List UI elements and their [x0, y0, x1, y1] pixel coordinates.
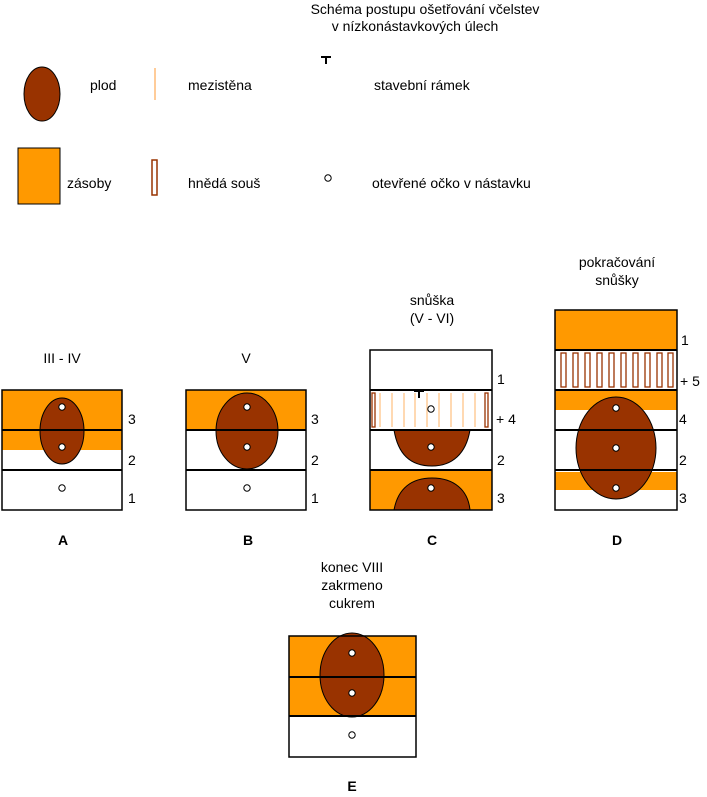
hive-c-caption: snůška: [410, 292, 455, 308]
entrance-icon: [427, 405, 435, 413]
hive-c: snůška (V - VI) 1 + 4 2: [369, 292, 516, 548]
brown-comb-c-left: [371, 392, 376, 428]
hive-e: konec VIII zakrmeno cukrem E: [288, 559, 417, 794]
hive-b-frame: [185, 389, 307, 511]
legend-stores-swatch: [17, 147, 61, 205]
entrance-icon: [58, 403, 66, 411]
entrance-icon: [243, 484, 251, 492]
brown-comb-frames-d: [560, 352, 674, 388]
entrance-icon: [58, 484, 66, 492]
entrance-icon: [58, 443, 66, 451]
hive-d-caption: snůšky: [595, 272, 639, 288]
legend-brood-label: plod: [90, 77, 116, 93]
hive-b-box-label: 3: [311, 411, 319, 427]
hive-e-letter: E: [347, 778, 356, 794]
hive-a-box-label: 2: [128, 452, 136, 468]
box-d-top-stores: [555, 310, 677, 350]
hive-a-box-label: 1: [128, 490, 136, 506]
hive-a-letter: A: [58, 532, 68, 548]
hive-d-frame: [554, 309, 678, 511]
entrance-icon: [612, 484, 620, 492]
foundation-frames-c: [379, 393, 476, 427]
hive-b-letter: B: [243, 532, 253, 548]
entrance-icon: [348, 689, 356, 697]
legend-building-frame-icon: [321, 56, 331, 64]
hive-c-box-label: + 4: [496, 411, 516, 427]
hive-b-box-label: 1: [311, 490, 319, 506]
hive-d-caption: pokračování: [579, 254, 655, 270]
hive-a-frame: [1, 389, 123, 511]
brood-c-bottom: [393, 477, 471, 511]
hive-a-caption: III - IV: [43, 350, 81, 366]
legend-brown-comb-label: hnědá souš: [188, 175, 260, 191]
hive-d-box-label: 1: [681, 332, 689, 348]
diagram-title-line2: v nízkonástavkových úlech: [332, 18, 499, 34]
hive-a-box-label: 3: [128, 411, 136, 427]
legend-entrance-icon: [324, 174, 332, 182]
hive-b-box-label: 2: [311, 452, 319, 468]
entrance-icon: [243, 403, 251, 411]
legend-brood-swatch: [23, 66, 61, 122]
brood-e: [319, 632, 385, 718]
entrance-icon: [243, 443, 251, 451]
brown-comb-c-right: [484, 392, 489, 428]
hive-c-box-label: 3: [497, 490, 505, 506]
entrance-icon: [612, 404, 620, 412]
hive-b: V 3 2 1 B: [185, 350, 319, 548]
hive-c-caption: (V - VI): [410, 310, 454, 326]
legend-entrance-label: otevřené očko v nástavku: [372, 175, 531, 191]
hive-e-caption: konec VIII: [321, 559, 383, 575]
hive-e-caption: zakrmeno: [321, 577, 383, 593]
legend: plod mezistěna stavební rámek zásoby hně…: [17, 56, 531, 205]
hive-e-caption: cukrem: [329, 595, 375, 611]
entrance-icon: [427, 484, 435, 492]
hive-d-box-label: + 5: [680, 373, 700, 389]
legend-brown-comb-swatch: [151, 159, 158, 196]
hive-c-letter: C: [427, 532, 437, 548]
diagram-title-line1: Schéma postupu ošetřování včelstev: [311, 1, 540, 17]
hive-e-frame: [288, 635, 417, 758]
hive-d-box-label: 4: [679, 411, 687, 427]
legend-foundation-label: mezistěna: [188, 77, 252, 93]
legend-building-frame-label: stavební rámek: [374, 77, 471, 93]
hive-c-box-label: 1: [497, 371, 505, 387]
entrance-icon: [427, 443, 435, 451]
legend-stores-label: zásoby: [67, 175, 111, 191]
hive-d-box-label: 2: [679, 452, 687, 468]
hive-a: III - IV 3 2 1 A: [1, 350, 136, 548]
hive-b-caption: V: [241, 350, 251, 366]
hive-d: pokračování snůšky 1 + 5 4 2 3: [554, 254, 700, 548]
hive-d-box-label: 3: [679, 490, 687, 506]
entrance-icon: [612, 444, 620, 452]
entrance-icon: [348, 731, 356, 739]
hive-d-letter: D: [612, 532, 622, 548]
hive-c-box-label: 2: [497, 452, 505, 468]
entrance-icon: [348, 649, 356, 657]
